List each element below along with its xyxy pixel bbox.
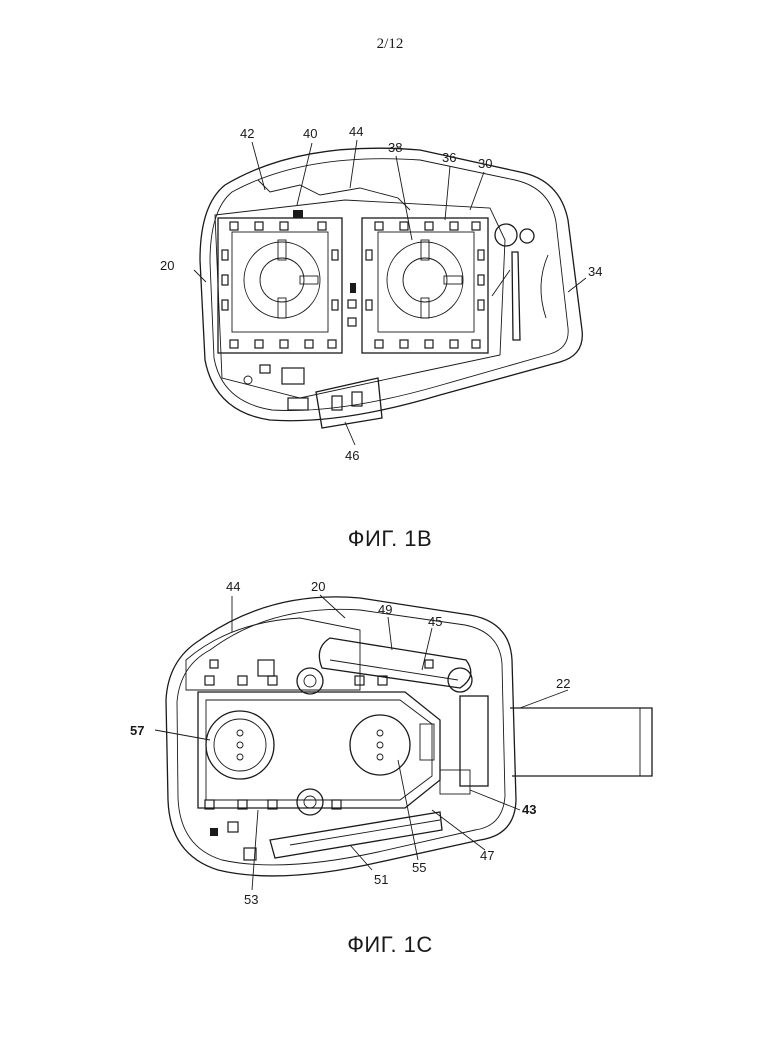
ref-44: 44 — [226, 579, 240, 594]
ref-45: 45 — [428, 614, 442, 629]
top-traces — [258, 180, 410, 210]
ref-44: 44 — [349, 124, 363, 139]
housing-inner — [177, 609, 505, 865]
ref-22: 22 — [556, 676, 570, 691]
ref-51: 51 — [374, 872, 388, 887]
ref-42: 42 — [240, 126, 254, 141]
page-number: 2/12 — [0, 36, 780, 53]
block-43 — [420, 696, 488, 794]
ref-20: 20 — [160, 258, 174, 273]
middle-components — [348, 283, 356, 326]
cable-22 — [510, 708, 652, 776]
figure-1b-drawing: 42 40 44 38 36 30 20 34 46 — [0, 120, 780, 480]
terminal-57 — [206, 711, 274, 779]
figure-1b-caption: ФИГ. 1B — [0, 526, 780, 552]
ref-47: 47 — [480, 848, 494, 863]
ref-55: 55 — [412, 860, 426, 875]
ref-20: 20 — [311, 579, 325, 594]
switch-pads — [222, 210, 484, 348]
ref-53: 53 — [244, 892, 258, 907]
ref-43: 43 — [522, 802, 536, 817]
switch-40 — [218, 218, 342, 353]
board-44 — [186, 618, 360, 690]
screw-bottom — [297, 789, 323, 815]
connector-46 — [316, 378, 382, 428]
terminal-55 — [350, 715, 410, 775]
housing-outer — [200, 148, 582, 421]
ref-49: 49 — [378, 602, 392, 617]
switch-38 — [362, 218, 488, 353]
figure-1c-drawing: 44 20 49 45 22 57 43 47 55 51 53 — [0, 570, 780, 910]
ref-36: 36 — [442, 150, 456, 165]
ref-30: 30 — [478, 156, 492, 171]
spring-post — [492, 224, 534, 340]
housing-notch — [541, 255, 548, 318]
ref-34: 34 — [588, 264, 602, 279]
ref-46: 46 — [345, 448, 359, 463]
ref-40: 40 — [303, 126, 317, 141]
ref-57: 57 — [130, 723, 144, 738]
figure-1c-caption: ФИГ. 1C — [0, 932, 780, 958]
lower-components — [244, 365, 308, 410]
ref-38: 38 — [388, 140, 402, 155]
